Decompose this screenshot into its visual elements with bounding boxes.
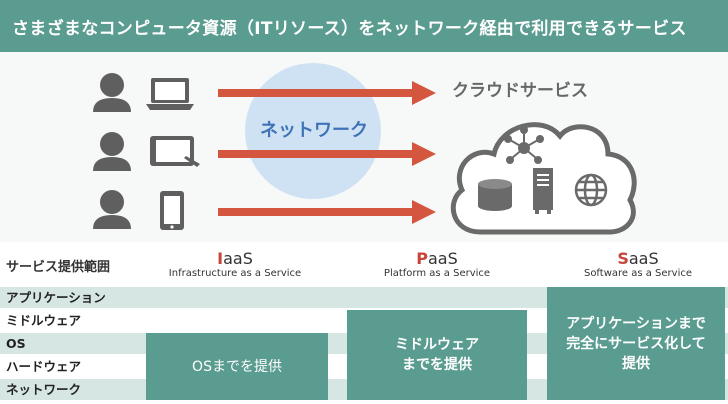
user-icon bbox=[93, 132, 131, 171]
smartphone-icon bbox=[160, 191, 184, 230]
user-icon bbox=[93, 190, 131, 229]
paas-initial: P bbox=[416, 249, 428, 268]
paas-block-label: ミドルウェア までを提供 bbox=[395, 337, 479, 373]
iaas-block-label: OSまでを提供 bbox=[192, 358, 282, 375]
header-title: さまざまなコンピュータ資源（ITリソース）をネットワーク経由で利用できるサービス bbox=[0, 0, 728, 52]
arrow-right-icon bbox=[218, 81, 436, 105]
network-hub-icon bbox=[504, 126, 544, 164]
layer-label: OS bbox=[6, 336, 26, 351]
saas-initial: S bbox=[617, 249, 629, 268]
iaas-heading: IaaS Infrastructure as a Service bbox=[125, 250, 345, 280]
layer-label: ミドルウェア bbox=[6, 313, 82, 328]
iaas-initial: I bbox=[217, 249, 224, 268]
saas-heading: SaaS Software as a Service bbox=[528, 250, 728, 280]
illustration-svg bbox=[93, 63, 637, 235]
server-icon bbox=[533, 168, 553, 214]
saas-subtitle: Software as a Service bbox=[583, 268, 693, 279]
illustration-area bbox=[0, 52, 728, 242]
tablet-icon bbox=[150, 136, 200, 167]
saas-block-label: アプリケーションまで 完全にサービス化して 提供 bbox=[566, 315, 706, 372]
saas-name-rest: aaS bbox=[628, 249, 659, 268]
layer-row: アプリケーション bbox=[0, 287, 728, 308]
service-range-label: サービス提供範囲 bbox=[6, 260, 111, 275]
database-icon bbox=[478, 179, 512, 211]
paas-heading: PaaS Platform as a Service bbox=[327, 250, 547, 280]
layer-label: ネットワーク bbox=[6, 382, 82, 397]
laptop-icon bbox=[146, 78, 194, 110]
arrow-right-icon bbox=[218, 200, 436, 224]
saas-block: アプリケーションまで 完全にサービス化して 提供 bbox=[547, 287, 725, 400]
globe-icon bbox=[574, 173, 608, 207]
iaas-block: OSまでを提供 bbox=[146, 333, 328, 400]
paas-name-rest: aaS bbox=[427, 249, 458, 268]
layer-label: アプリケーション bbox=[6, 290, 106, 305]
iaas-name-rest: aaS bbox=[223, 249, 253, 268]
network-label: ネットワーク bbox=[260, 120, 368, 141]
paas-subtitle: Platform as a Service bbox=[383, 268, 491, 279]
cloud-service-label: クラウドサービス bbox=[452, 81, 588, 101]
layer-label: ハードウェア bbox=[6, 359, 82, 374]
paas-block: ミドルウェア までを提供 bbox=[347, 310, 527, 400]
arrow-right-icon bbox=[218, 142, 436, 166]
iaas-subtitle: Infrastructure as a Service bbox=[168, 268, 302, 279]
user-icon bbox=[93, 73, 131, 112]
